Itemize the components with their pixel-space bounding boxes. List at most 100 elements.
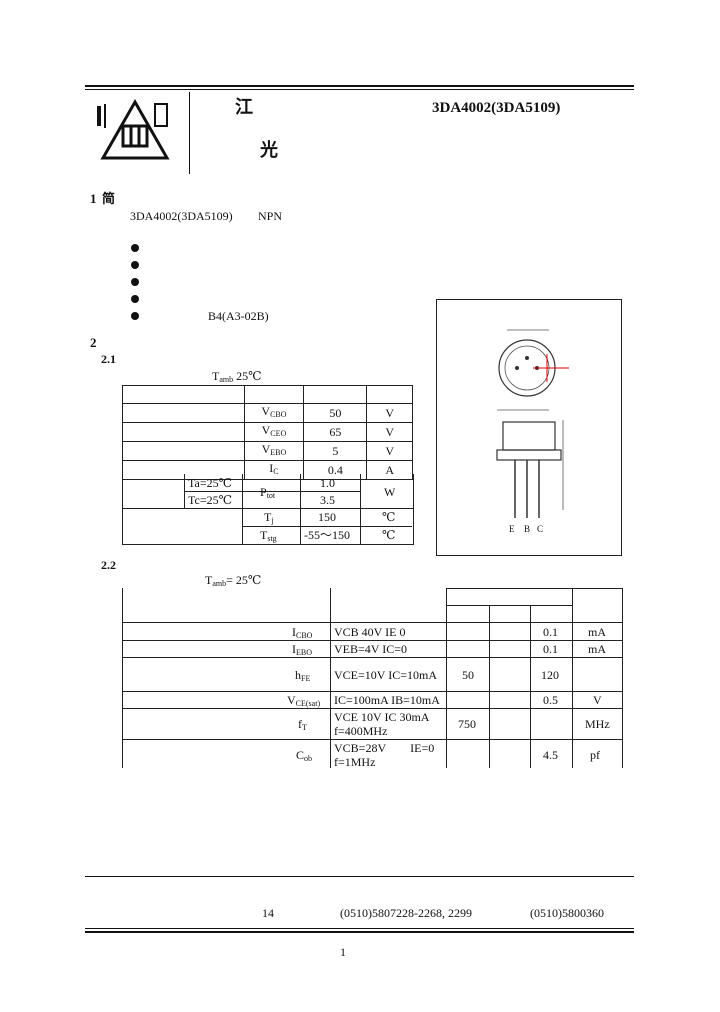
cob-cond2: f=1MHz — [334, 755, 376, 769]
value-cell: 5 — [303, 441, 368, 461]
header-cell — [366, 385, 413, 404]
icbo-max: 0.1 — [543, 625, 558, 639]
value-cell: 50 — [303, 403, 368, 423]
unit-cell: V — [366, 403, 413, 423]
vcesat-unit: V — [593, 693, 602, 707]
vcesat-cond: IC=100mA IB=10mA — [334, 693, 440, 707]
header-cell — [122, 385, 245, 404]
iebo-symbol: IEBO — [292, 642, 312, 657]
header-subtitle-glyph: 光 — [260, 140, 278, 160]
value-cell: 0.4 — [303, 460, 368, 480]
bullet-dot — [131, 312, 139, 320]
header-cell — [303, 385, 368, 404]
ptot-value2: 3.5 — [320, 493, 335, 507]
icbo-symbol: ICBO — [292, 625, 313, 640]
company-logo — [95, 96, 175, 166]
symbol-cell: VCBO — [243, 403, 305, 423]
ft-unit: MHz — [585, 717, 610, 731]
tstg-unit: ℃ — [382, 528, 396, 542]
header-company-glyph: 江 — [235, 97, 253, 117]
tstg-value: -55～150 — [304, 528, 350, 542]
vcesat-symbol: VCE(sat) — [287, 693, 321, 708]
footer-rule-thin — [85, 928, 634, 929]
char-row-line — [122, 657, 622, 658]
char-row-line — [122, 739, 622, 740]
symbol-cell: IC — [243, 460, 305, 480]
top-rule-thick — [85, 85, 634, 87]
symbol-cell: VEBO — [243, 441, 305, 461]
section2-1-condition: Tamb 25℃ — [212, 369, 262, 384]
top-rule-thin — [85, 89, 634, 90]
ft-symbol: fT — [298, 717, 307, 732]
section1-heading: 简 — [102, 191, 116, 206]
footer-rule-top — [85, 876, 634, 877]
param-cell — [122, 422, 245, 442]
tj-symbol: Tj — [264, 510, 274, 525]
param-cell — [122, 441, 245, 461]
vcesat-max: 0.5 — [543, 693, 558, 707]
unit-cell: A — [366, 460, 413, 480]
param-cell — [122, 460, 245, 480]
section2-number: 2 — [90, 335, 97, 350]
ptot-symbol: Ptot — [260, 485, 276, 500]
param-cell — [122, 403, 245, 423]
intro-type: NPN — [258, 209, 283, 223]
char-row-line — [122, 708, 622, 709]
part-number-title: 3DA4002(3DA5109) — [432, 100, 561, 116]
char-col-line — [446, 588, 447, 768]
pin-label-c: C — [537, 524, 544, 534]
temp-block — [122, 508, 414, 545]
bullet-dot — [131, 278, 139, 286]
section2-1-number: 2.1 — [101, 352, 116, 366]
tj-unit: ℃ — [382, 510, 396, 524]
absolute-ratings-table: VCBO 50 V VCEO 65 V VEBO 5 V IC 0.4 A — [122, 385, 413, 480]
char-row-line — [122, 622, 622, 623]
char-sub-header-line — [446, 605, 572, 606]
ptot-unit: W — [384, 485, 396, 499]
char-col-line — [330, 588, 331, 768]
char-row-line — [122, 691, 622, 692]
ptot-block — [122, 474, 414, 509]
header-divider — [189, 92, 190, 174]
char-table-top — [446, 588, 622, 589]
unit-cell: V — [366, 422, 413, 442]
footer-rule-thick — [85, 931, 634, 933]
iebo-unit: mA — [588, 642, 606, 656]
char-row-line — [122, 640, 622, 641]
ptot-cond2: Tc=25℃ — [188, 493, 233, 507]
bullet-dot — [131, 295, 139, 303]
section2-2-condition: Tamb= 25℃ — [205, 573, 262, 588]
intro-part-number: 3DA4002(3DA5109) — [130, 209, 233, 223]
ft-min: 750 — [458, 717, 476, 731]
char-col-line — [572, 588, 573, 768]
ptot-divider-v4 — [360, 474, 361, 508]
hfe-cond: VCE=10V IC=10mA — [334, 668, 437, 682]
char-col-line — [530, 605, 531, 768]
cob-symbol: Cob — [296, 748, 313, 763]
char-col-line — [622, 588, 623, 768]
tstg-symbol: Tstg — [260, 528, 277, 543]
ptot-value1: 1.0 — [320, 476, 335, 490]
value-cell: 65 — [303, 422, 368, 442]
tj-value: 150 — [318, 510, 336, 524]
char-col-line — [489, 605, 490, 768]
iebo-max: 0.1 — [543, 642, 558, 656]
ptot-divider-h — [184, 491, 360, 492]
hfe-min: 50 — [462, 668, 474, 682]
footer-fax: (0510)5800360 — [530, 906, 604, 920]
icbo-unit: mA — [588, 625, 606, 639]
symbol-cell: VCEO — [243, 422, 305, 442]
ft-cond2: f=400MHz — [334, 724, 388, 738]
pin-label-b: B — [524, 524, 531, 534]
cob-unit: pf — [590, 748, 600, 762]
hfe-max: 120 — [541, 668, 559, 682]
cob-cond1: VCB=28V IE=0 — [334, 741, 435, 755]
bullet-package-text: B4(A3-02B) — [208, 309, 269, 323]
char-table-frame — [122, 588, 623, 768]
bullet-dot — [131, 244, 139, 252]
iebo-cond: VEB=4V IC=0 — [334, 642, 407, 656]
bullet-dot — [131, 261, 139, 269]
temp-divider-h — [242, 526, 412, 527]
pin-label-e: E — [509, 524, 515, 534]
footer-phone: (0510)5807228-2268, 2299 — [340, 906, 472, 920]
